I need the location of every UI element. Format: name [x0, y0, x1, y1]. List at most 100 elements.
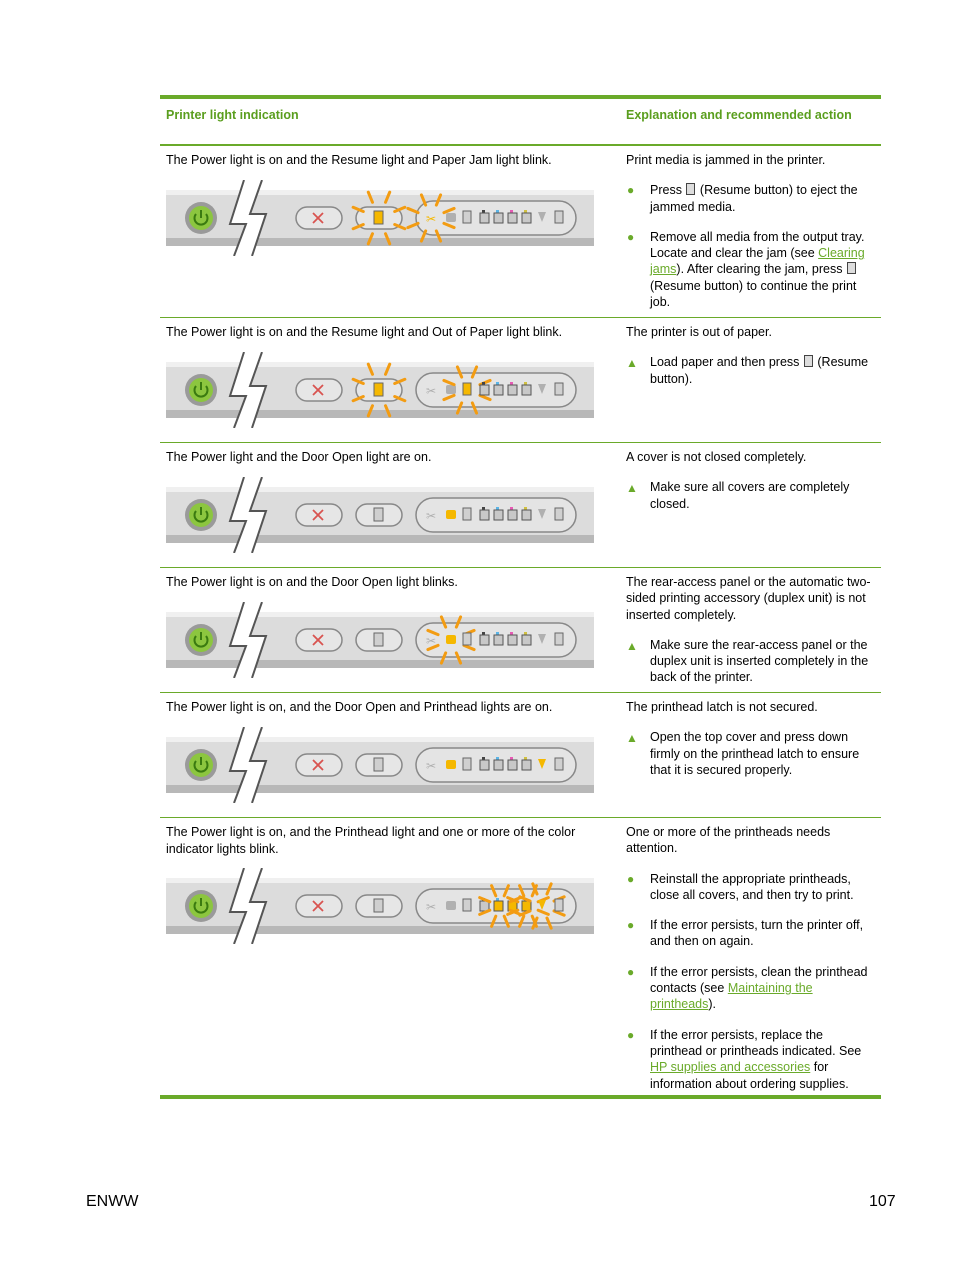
color-indicator-light: [521, 759, 532, 771]
explanation-text: Print media is jammed in the printer.: [626, 153, 826, 167]
out-of-paper-light: [462, 898, 472, 912]
list-item: ● Press (Resume button) to eject the jam…: [627, 183, 858, 214]
door-open-light: [446, 635, 456, 644]
color-indicator-tab: [510, 382, 513, 385]
cancel-x-icon: [312, 759, 324, 771]
color-indicator-tab: [496, 507, 499, 510]
indication-text: The Power light is on, and the Printhead…: [166, 825, 576, 856]
panel-highlight: [166, 487, 594, 492]
list-item: ▲ Make sure all covers are completely cl…: [626, 480, 850, 511]
control-panel-svg: ✂: [166, 351, 594, 429]
control-panel-diagram: ✂: [166, 476, 594, 554]
printhead-light: [538, 900, 546, 910]
color-indicator-tab: [482, 210, 485, 213]
table-row: The Power light is on and the Resume lig…: [160, 146, 881, 318]
printhead-light: [538, 634, 546, 644]
color-indicator-tab: [482, 507, 485, 510]
break-edge-right: [248, 179, 268, 257]
resume-light: [373, 210, 384, 225]
printhead-light: [538, 212, 546, 222]
color-indicator-light: [507, 634, 518, 646]
power-icon: [193, 760, 209, 773]
printhead-light: [538, 759, 546, 769]
color-indicator-tab: [524, 507, 527, 510]
color-indicator-tab: [524, 382, 527, 385]
printhead-blink-rays: [518, 882, 566, 930]
cancel-x-icon: [312, 384, 324, 396]
explanation-text: The rear-access panel or the automatic t…: [626, 575, 871, 622]
color-indicator-light: [493, 759, 504, 771]
color-indicator-light: [521, 212, 532, 224]
paper-jam-icon: ✂: [426, 634, 436, 648]
control-panel-svg: ✂: [166, 179, 594, 257]
color-indicator-light: [493, 384, 504, 396]
resume-light: [373, 382, 384, 397]
list-item: ▲ Make sure the rear-access panel or the…: [626, 637, 869, 685]
end-indicator: [554, 210, 564, 224]
resume-icon: [803, 355, 813, 368]
explanation-text: One or more of the printheads needs atte…: [626, 825, 831, 856]
table-row: The Power light is on, and the Printhead…: [160, 818, 881, 1095]
out-of-paper-light: [462, 507, 472, 521]
explanation-text: The printhead latch is not secured.: [626, 700, 818, 714]
color-indicator-tab: [496, 898, 499, 901]
resume-blink-rays: [351, 190, 407, 246]
indication-text: The Power light and the Door Open light …: [166, 450, 432, 464]
cancel-x-icon: [312, 509, 324, 521]
color-indicator-tab: [496, 757, 499, 760]
color-indicator-tab: [496, 210, 499, 213]
panel-highlight: [166, 737, 594, 742]
color-indicator-tab: [524, 757, 527, 760]
printhead-light: [538, 509, 546, 519]
panel-highlight: [166, 612, 594, 617]
color-indicator-light: [521, 900, 532, 912]
color-blink-rays: [506, 884, 550, 928]
end-indicator: [554, 382, 564, 396]
resume-light: [373, 898, 384, 913]
break-edge-left: [228, 179, 248, 257]
door-open-light: [446, 901, 456, 910]
break-edge-right: [248, 476, 268, 554]
resume-light: [373, 507, 384, 522]
control-panel-svg: ✂: [166, 601, 594, 679]
table-row: The Power light is on and the Door Open …: [160, 568, 881, 693]
end-indicator: [554, 507, 564, 521]
color-indicator-tab: [510, 507, 513, 510]
bullet-icon: ●: [627, 871, 635, 886]
cancel-x-icon: [312, 212, 324, 224]
control-panel-svg: ✂: [166, 726, 594, 804]
color-indicator-tab: [482, 757, 485, 760]
color-indicator-light: [493, 212, 504, 224]
out-of-paper-light: [462, 382, 472, 396]
end-indicator: [554, 757, 564, 771]
bullet-icon: ●: [627, 964, 635, 979]
page-number: 107: [869, 1193, 896, 1210]
color-indicator-light: [493, 900, 504, 912]
panel-shadow: [166, 535, 594, 543]
hp-supplies-link[interactable]: HP supplies and accessories: [650, 1060, 811, 1075]
color-indicator-light: [479, 212, 490, 224]
color-indicator-tab: [496, 632, 499, 635]
out-of-paper-light: [462, 632, 472, 646]
table-row: The Power light and the Door Open light …: [160, 443, 881, 568]
bullet-icon: ●: [627, 1027, 635, 1042]
panel-shadow: [166, 785, 594, 793]
bullet-icon: ●: [627, 183, 635, 198]
color-indicator-tab: [510, 757, 513, 760]
paper-jam-icon: ✂: [426, 509, 436, 523]
resume-blink-rays: [351, 362, 407, 418]
clearing-jams-link[interactable]: Clearing jams: [650, 246, 865, 277]
out-of-paper-light: [462, 210, 472, 224]
header-printer-light-indication: Printer light indication: [166, 108, 299, 122]
break-edge-left: [228, 601, 248, 679]
maintaining-printheads-link[interactable]: Maintaining the printheads: [650, 981, 813, 1012]
color-indicator-light: [521, 509, 532, 521]
cancel-x-icon: [312, 634, 324, 646]
cancel-x-icon: [312, 900, 324, 912]
out-of-paper-blink-rays: [442, 365, 492, 415]
color-indicator-tab: [524, 632, 527, 635]
panel-shadow: [166, 926, 594, 934]
resume-light: [373, 757, 384, 772]
power-icon: [193, 901, 209, 914]
color-indicator-light: [507, 759, 518, 771]
